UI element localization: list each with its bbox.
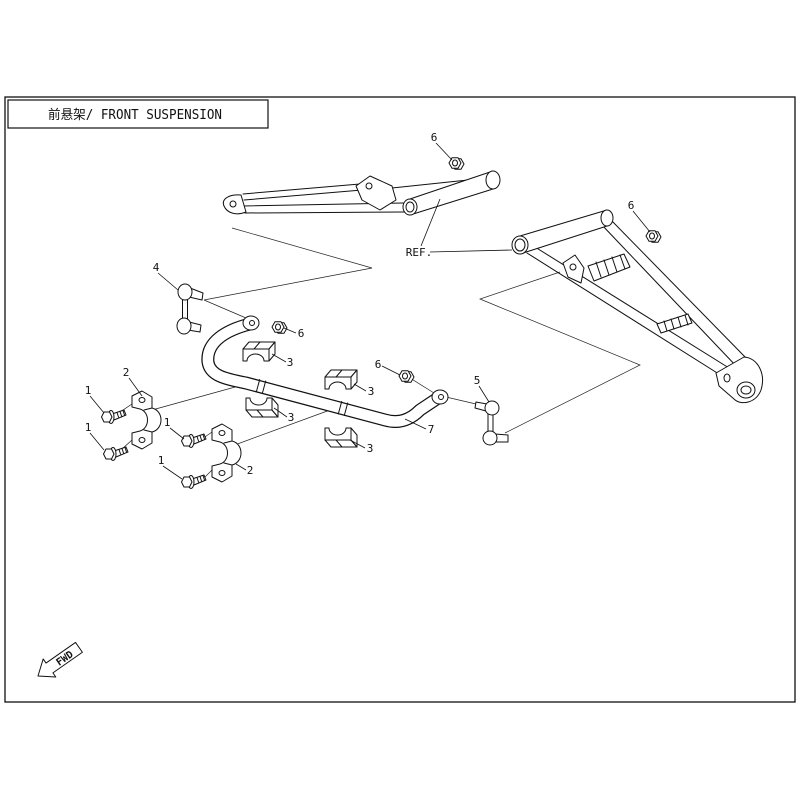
callout-bracket-left: 2 [123, 366, 130, 379]
callout-bracket-right: 2 [247, 464, 254, 477]
drawing-frame [4, 96, 796, 703]
bushing-lower-left [245, 397, 279, 418]
callout-bolt-right-top: 1 [164, 416, 171, 429]
callout-lower-arm-nut: 6 [628, 199, 635, 212]
callout-sway-bar: 7 [428, 423, 435, 436]
callout-bushing-lower-right: 3 [367, 442, 374, 455]
callout-bolt-left-top: 1 [85, 384, 92, 397]
nut-right-link [398, 370, 415, 383]
callout-stabilizer-link-left: 4 [153, 261, 160, 274]
title-box [7, 99, 269, 129]
callout-bolt-right-bottom: 1 [158, 454, 165, 467]
bolt-right-bottom [181, 474, 207, 489]
bushing-upper-right [324, 369, 358, 390]
fwd-arrow: FWD [37, 641, 83, 678]
bolt-left-top [101, 409, 127, 424]
stabilizer-link-right [474, 400, 509, 446]
bushing-lower-right [324, 427, 358, 448]
bracket-left [131, 390, 162, 450]
nut-lower-arm [645, 230, 662, 243]
callout-bolt-left-bottom: 1 [85, 421, 92, 434]
callout-upper-arm-nut: 6 [431, 131, 438, 144]
lower-a-arm [511, 209, 763, 404]
sway-bar [201, 315, 449, 429]
page-title: 前悬架/ FRONT SUSPENSION [48, 107, 222, 123]
upper-a-arm [222, 170, 501, 216]
bracket-right [211, 423, 242, 483]
bolt-left-bottom [103, 446, 129, 461]
fwd-arrow-icon [37, 641, 83, 678]
stabilizer-link-left [176, 283, 204, 335]
callout-left-link-nut: 6 [298, 327, 305, 340]
callout-bushing-upper-right: 3 [368, 385, 375, 398]
callout-bushing-upper-left: 3 [287, 356, 294, 369]
callout-bushing-lower-left: 3 [288, 411, 295, 424]
bushing-upper-left [242, 341, 276, 362]
callout-right-link-nut: 6 [375, 358, 382, 371]
callout-stabilizer-link-right: 5 [474, 374, 481, 387]
callout-reference: REF. [406, 246, 433, 259]
nut-left-link [271, 321, 288, 334]
leader-lines [89, 142, 651, 480]
reference-lines [119, 227, 641, 481]
bolt-right-top [181, 433, 207, 448]
